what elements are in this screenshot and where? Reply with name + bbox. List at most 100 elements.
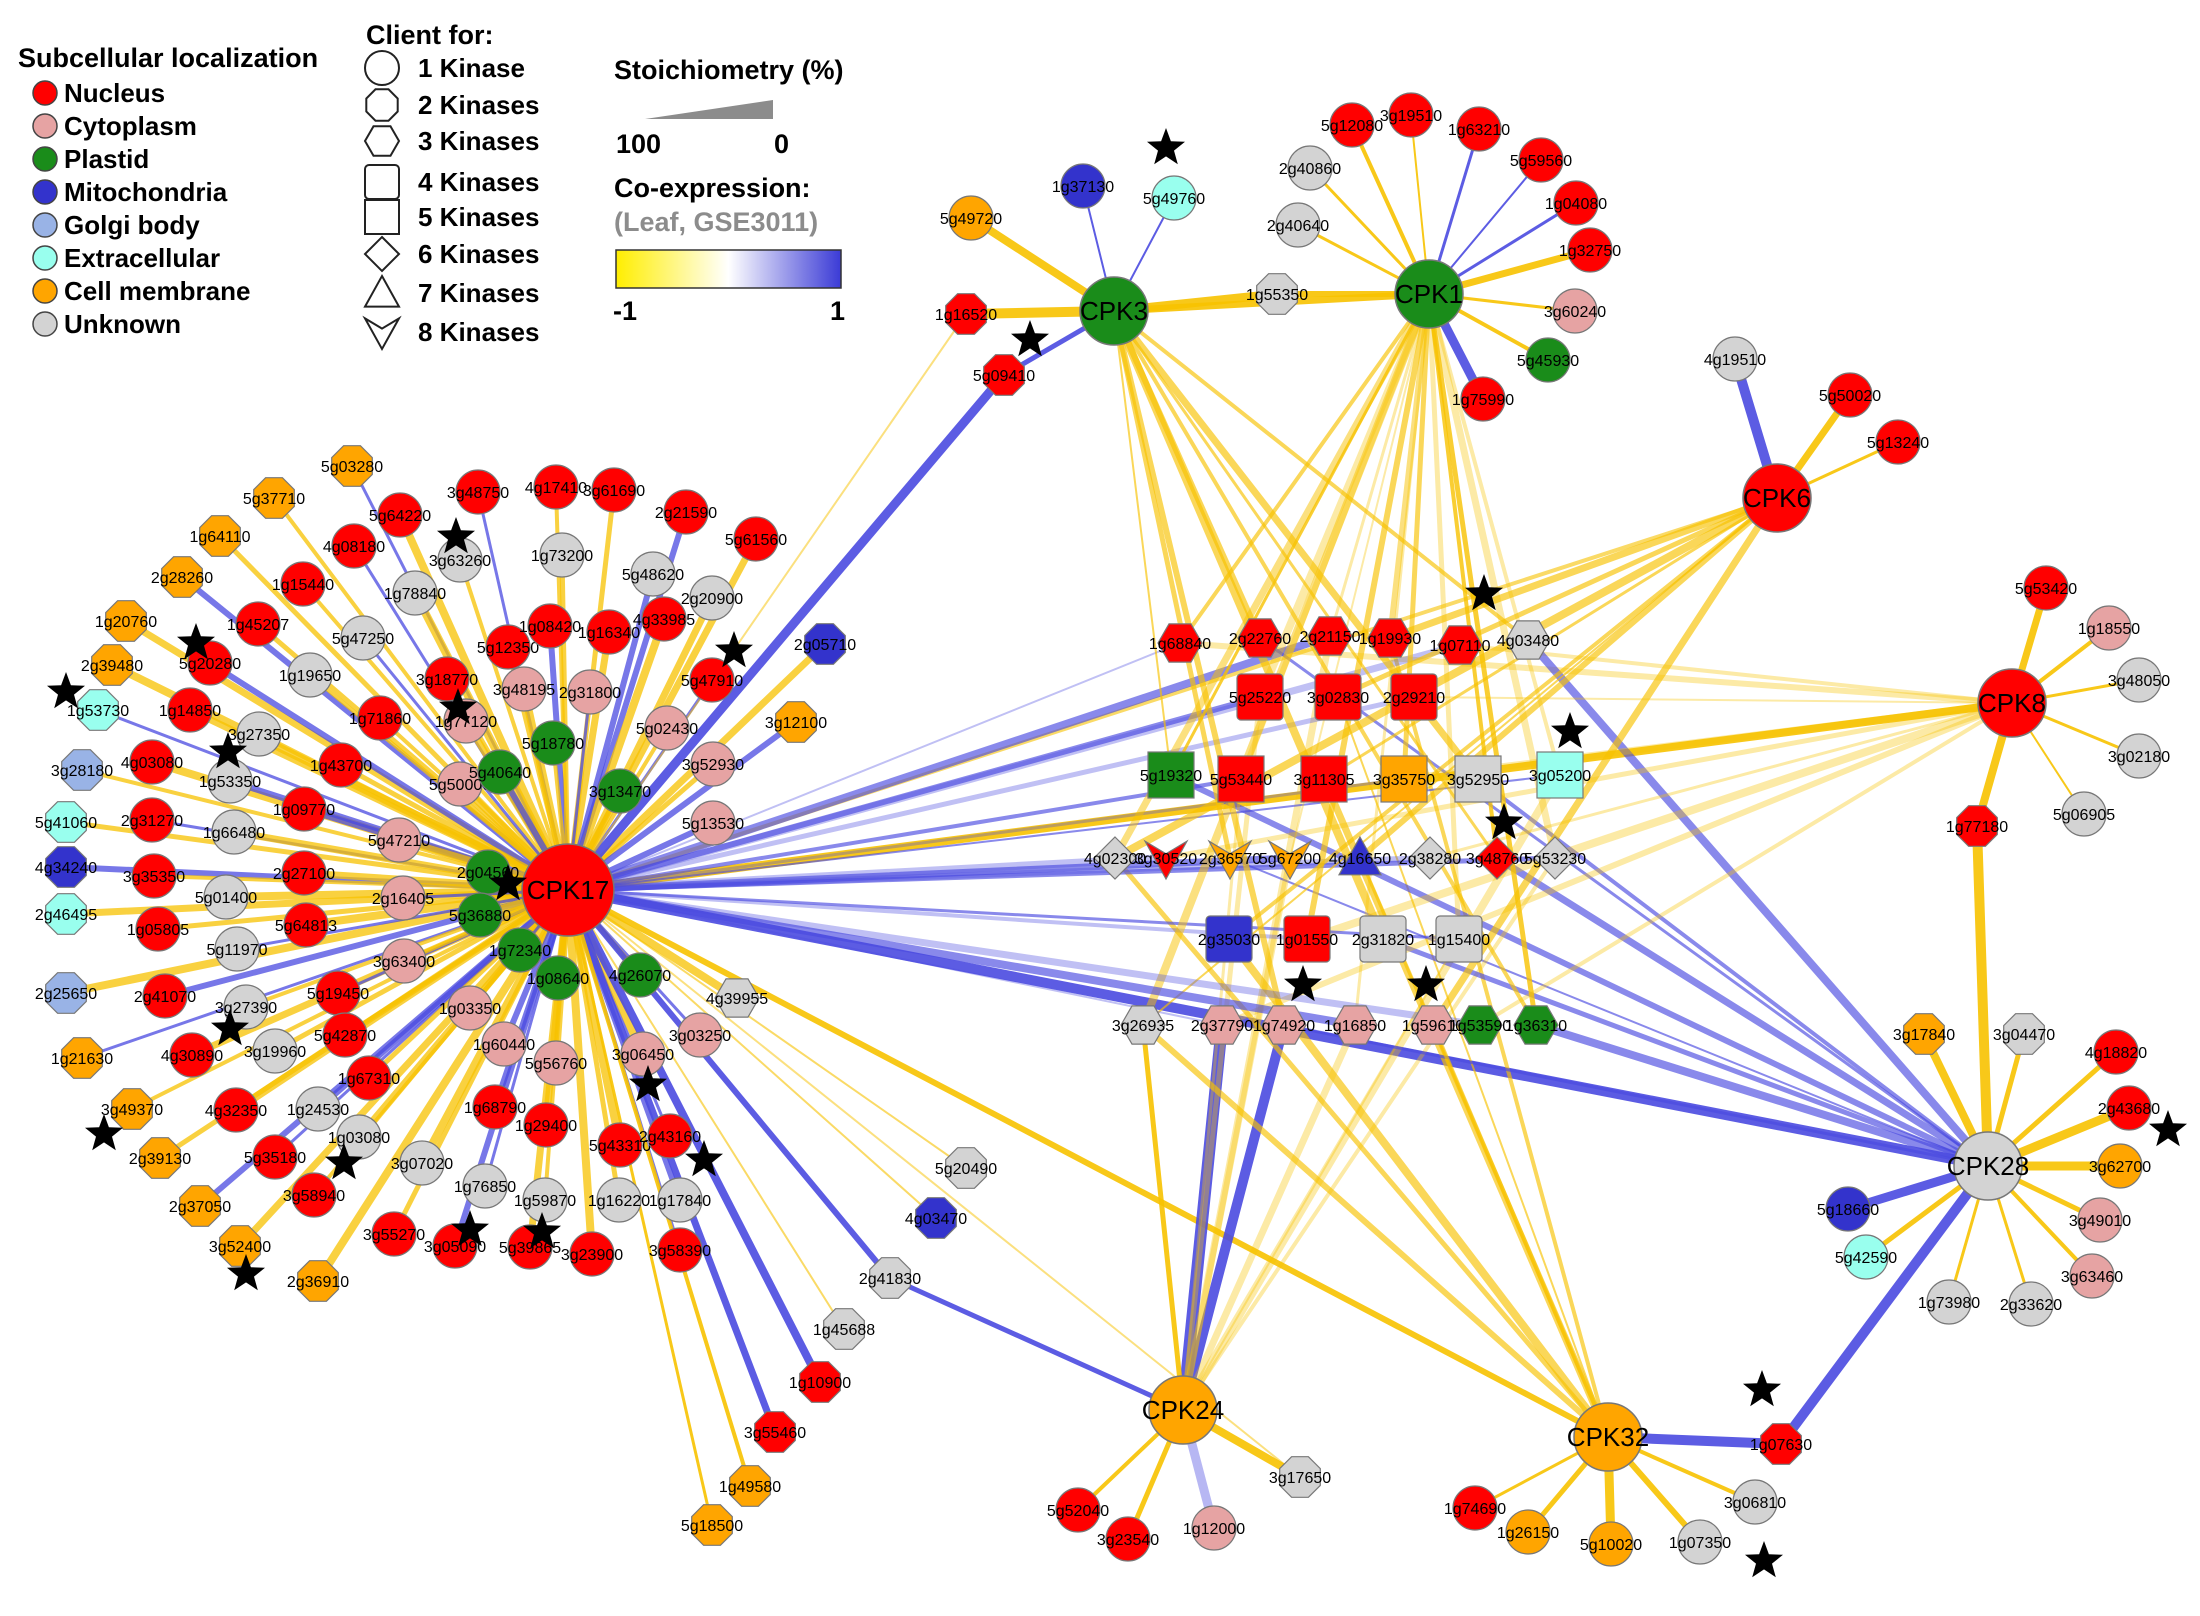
client-node[interactable]: 1g07630 [1750, 1423, 1812, 1465]
client-node[interactable]: 2g41830 [859, 1257, 921, 1299]
client-node[interactable]: 1g49580 [719, 1465, 781, 1507]
client-node[interactable]: 4g33985 [633, 596, 695, 642]
client-node[interactable]: 1g75990 [1452, 376, 1514, 422]
client-node[interactable]: 2g41070 [134, 973, 196, 1019]
client-node[interactable]: 5g11970 [206, 926, 268, 972]
client-node[interactable]: 1g19650 [279, 652, 341, 698]
client-node[interactable]: 3g11305 [1293, 755, 1355, 803]
client-node[interactable]: 2g43160 [639, 1113, 701, 1159]
client-node[interactable]: 3g35750 [1373, 755, 1435, 803]
client-node[interactable]: 5g67200 [1259, 839, 1321, 881]
client-node[interactable]: 5g50020 [1819, 372, 1881, 418]
client-node[interactable]: 2g31270 [121, 797, 183, 843]
client-node[interactable]: 1g16520 [935, 293, 997, 335]
client-node[interactable]: 1g71860 [349, 695, 411, 741]
client-node[interactable]: 3g48760 [1466, 836, 1528, 880]
client-node[interactable]: 3g05200 [1529, 751, 1591, 799]
client-node[interactable]: 4g03470 [905, 1197, 967, 1239]
client-node[interactable]: 2g37790 [1191, 1005, 1253, 1045]
client-node[interactable]: 1g68840 [1149, 623, 1211, 663]
client-node[interactable]: 3g12100 [765, 701, 827, 743]
client-node[interactable]: 2g21150 [1299, 616, 1361, 656]
client-node[interactable]: 1g68790 [464, 1084, 526, 1130]
client-node[interactable]: 4g30890 [161, 1032, 223, 1078]
client-node[interactable]: 1g16220 [588, 1177, 650, 1223]
client-node[interactable]: 1g03080 [328, 1114, 390, 1160]
client-node[interactable]: 3g27390 [215, 984, 277, 1030]
client-node[interactable]: 1g32750 [1559, 227, 1621, 273]
client-node[interactable]: 3g58390 [649, 1227, 711, 1273]
client-node[interactable]: 1g74690 [1444, 1485, 1506, 1531]
client-node[interactable]: 1g55350 [1246, 273, 1308, 315]
client-node[interactable]: 5g47210 [368, 817, 430, 863]
client-node[interactable]: 3g52950 [1447, 755, 1509, 803]
client-node[interactable]: 1g78840 [384, 570, 446, 616]
client-node[interactable]: 1g10900 [789, 1361, 851, 1403]
client-node[interactable]: 2g39480 [81, 644, 143, 686]
client-node[interactable]: 5g06905 [2053, 791, 2115, 837]
client-node[interactable]: 1g66480 [203, 809, 265, 855]
client-node[interactable]: 5g20490 [935, 1147, 997, 1189]
client-node[interactable]: 3g07020 [391, 1140, 453, 1186]
client-node[interactable]: 3g49370 [101, 1088, 163, 1130]
client-node[interactable]: 1g08420 [519, 603, 581, 649]
client-node[interactable]: 5g01400 [195, 874, 257, 920]
client-node[interactable]: 3g55270 [363, 1211, 425, 1257]
client-node[interactable]: 3g27350 [228, 711, 290, 757]
client-node[interactable]: 3g19960 [244, 1028, 306, 1074]
client-node[interactable]: 2g27100 [273, 850, 335, 896]
client-node[interactable]: 2g38280 [1399, 836, 1461, 880]
client-node[interactable]: 2g31820 [1352, 915, 1414, 963]
client-node[interactable]: 3g58940 [283, 1172, 345, 1218]
client-node[interactable]: 1g18550 [2078, 605, 2140, 651]
client-node[interactable]: 5g64813 [275, 902, 337, 948]
client-node[interactable]: 4g16650 [1329, 835, 1391, 876]
client-node[interactable]: 3g62700 [2089, 1143, 2151, 1189]
client-node[interactable]: 1g20760 [95, 600, 157, 642]
client-node[interactable]: 3g48750 [447, 469, 509, 515]
client-node[interactable]: 5g18500 [681, 1504, 743, 1546]
client-node[interactable]: 5g35180 [244, 1134, 306, 1180]
kinase-hub-cpk8[interactable]: CPK8 [1977, 668, 2047, 738]
client-node[interactable]: 1g77180 [1946, 805, 2008, 847]
client-node[interactable]: 2g29210 [1383, 673, 1445, 721]
client-node[interactable]: 4g19510 [1704, 336, 1766, 382]
client-node[interactable]: 5g13240 [1867, 419, 1929, 465]
client-node[interactable]: 4g18820 [2085, 1029, 2147, 1075]
client-node[interactable]: 2g21590 [655, 489, 717, 535]
client-node[interactable]: 4g08180 [323, 523, 385, 569]
client-node[interactable]: 1g36310 [1505, 1005, 1567, 1045]
client-node[interactable]: 5g42590 [1835, 1234, 1897, 1280]
client-node[interactable]: 1g12000 [1183, 1505, 1245, 1551]
client-node[interactable]: 5g02430 [636, 705, 698, 751]
client-node[interactable]: 3g61690 [583, 467, 645, 513]
client-node[interactable]: 5g12350 [477, 624, 539, 670]
client-node[interactable]: 1g07110 [1429, 625, 1491, 665]
client-node[interactable]: 3g63460 [2061, 1253, 2123, 1299]
client-node[interactable]: 5g45930 [1517, 337, 1579, 383]
client-node[interactable]: 5g19450 [307, 970, 369, 1016]
client-node[interactable]: 1g24530 [287, 1086, 349, 1132]
client-node[interactable]: 3g60240 [1544, 288, 1606, 334]
client-node[interactable]: 5g49760 [1143, 175, 1205, 221]
client-node[interactable]: 1g04080 [1545, 180, 1607, 226]
client-node[interactable]: 3g17650 [1269, 1456, 1331, 1498]
client-node[interactable]: 3g06810 [1724, 1479, 1786, 1525]
client-node[interactable]: 2g22760 [1229, 618, 1291, 658]
client-node[interactable]: 3g23540 [1097, 1516, 1159, 1562]
client-node[interactable]: 1g67310 [338, 1055, 400, 1101]
client-node[interactable]: 2g37050 [169, 1185, 231, 1227]
client-node[interactable]: 1g15400 [1428, 915, 1490, 963]
client-node[interactable]: 2g25650 [35, 972, 97, 1014]
client-node[interactable]: 4g03480 [1497, 620, 1559, 660]
client-node[interactable]: 4g17410 [525, 464, 587, 510]
client-node[interactable]: 5g48620 [622, 551, 684, 597]
client-node[interactable]: 3g02180 [2108, 733, 2170, 779]
client-node[interactable]: 1g63210 [1448, 106, 1510, 152]
client-node[interactable]: 4g03080 [121, 739, 183, 785]
client-node[interactable]: 3g26935 [1112, 1005, 1174, 1045]
client-node[interactable]: 1g60440 [473, 1021, 535, 1067]
client-node[interactable]: 2g36910 [287, 1260, 349, 1302]
client-node[interactable]: 5g36880 [449, 892, 511, 938]
client-node[interactable]: 4g34240 [35, 846, 97, 888]
